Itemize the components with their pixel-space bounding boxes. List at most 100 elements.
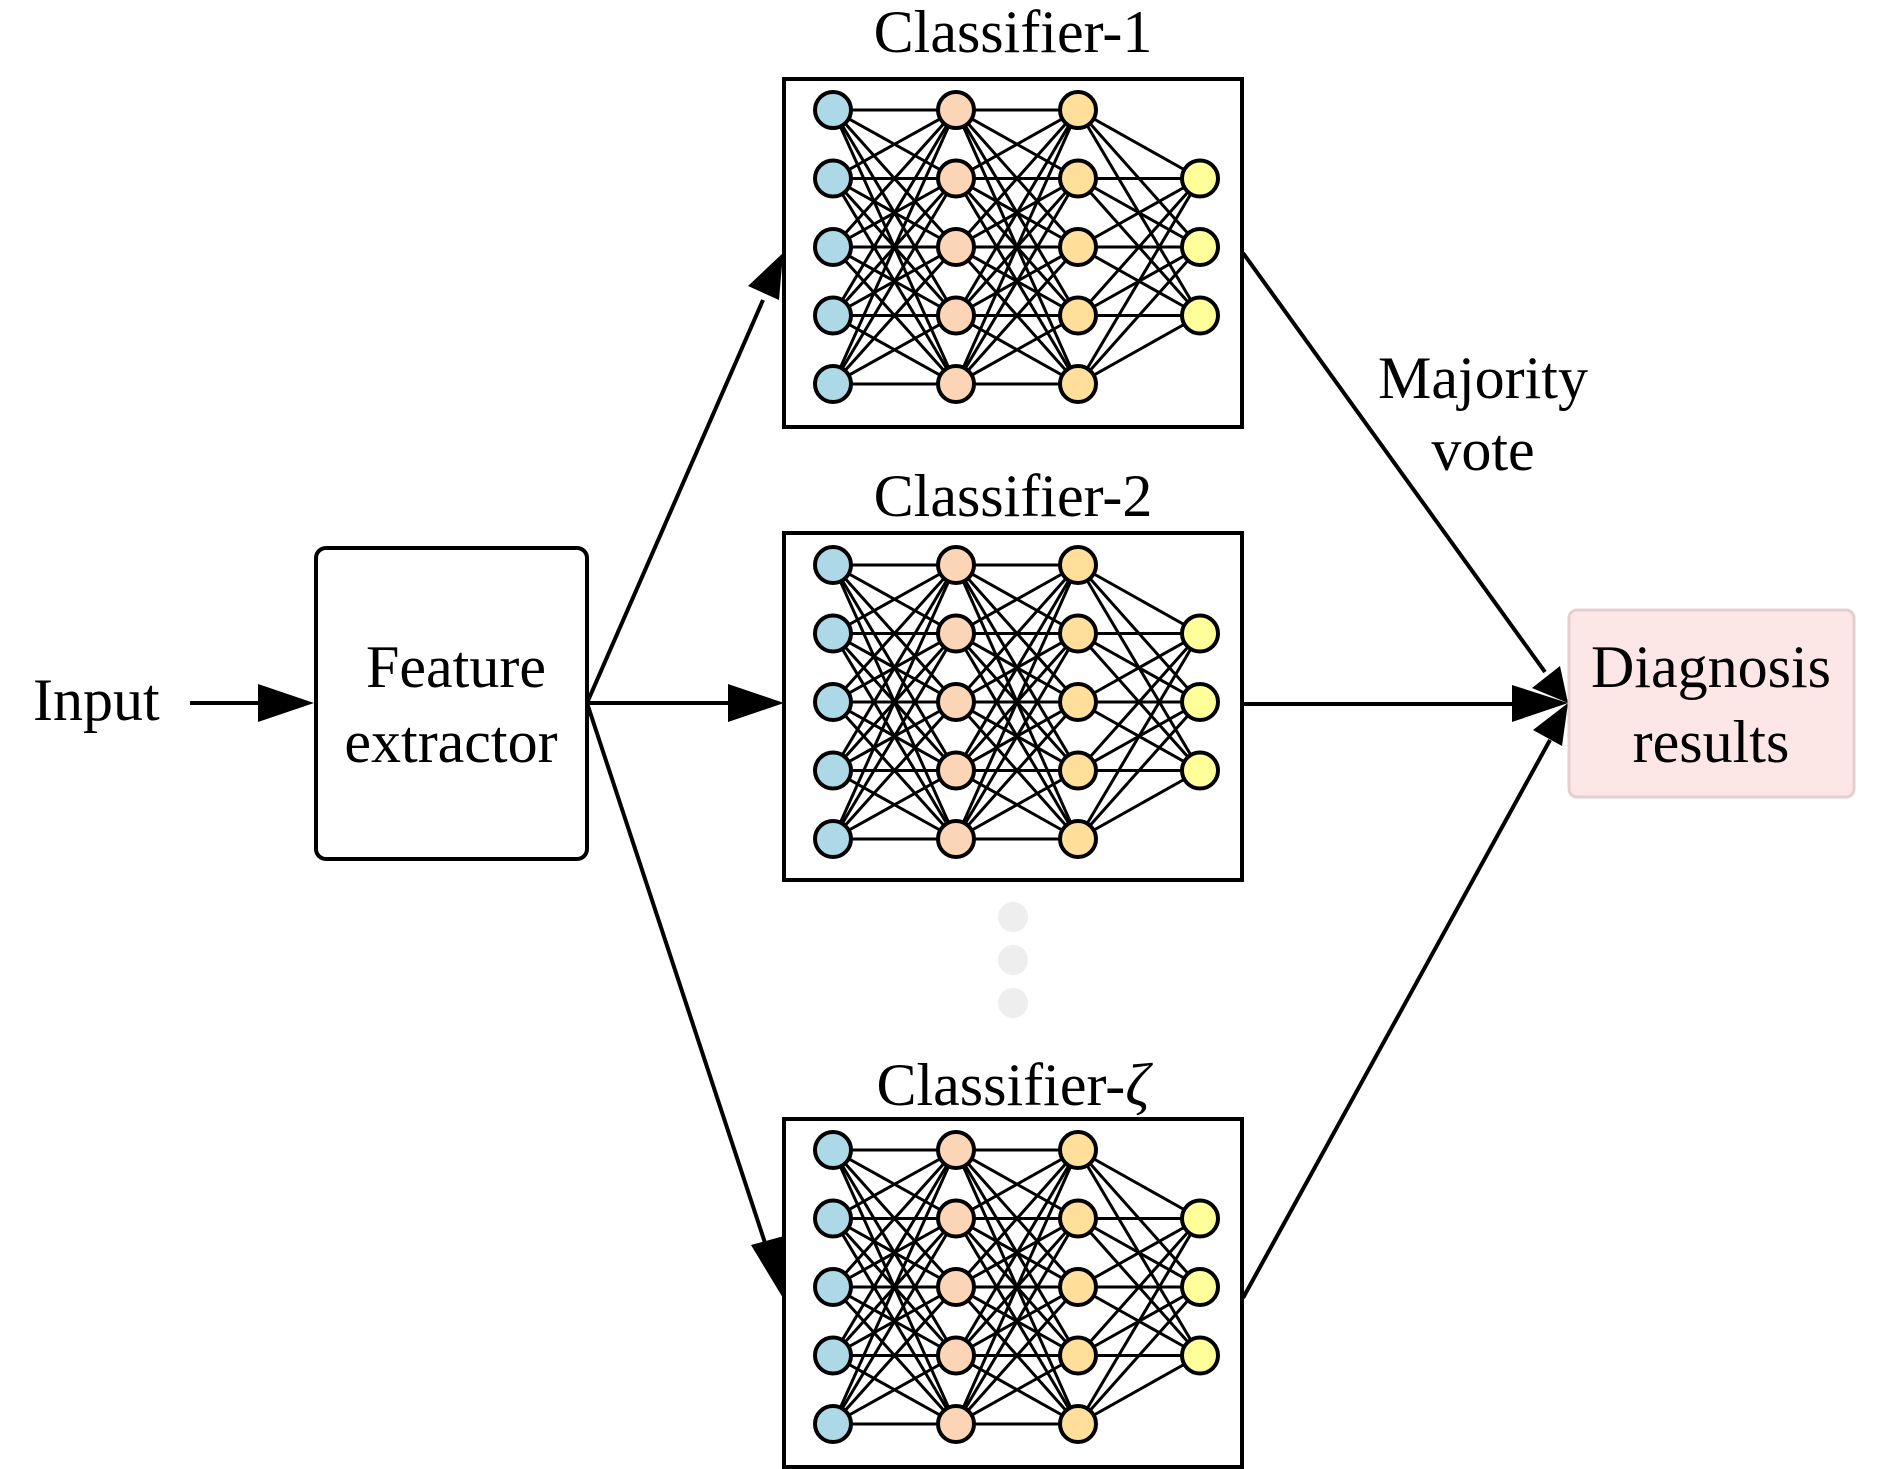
arrow-from-classifier-zeta xyxy=(1241,703,1568,1299)
connection xyxy=(831,564,958,840)
output-node xyxy=(1180,1335,1220,1376)
hidden-1-node xyxy=(936,158,976,199)
input-node xyxy=(813,90,853,130)
connection xyxy=(831,632,958,840)
hidden-1-node xyxy=(936,819,976,859)
hidden-2-node xyxy=(1058,1404,1098,1444)
feature-extractor-line2: extractor xyxy=(344,709,557,775)
classifier-zeta-label: Classifier-ζ xyxy=(876,1052,1153,1118)
hidden-2-node xyxy=(1058,1198,1098,1239)
hidden-2-node xyxy=(1058,613,1098,654)
connection xyxy=(1077,314,1201,386)
input-arrow xyxy=(190,684,314,722)
connection xyxy=(1077,1148,1201,1220)
output-node xyxy=(1180,227,1220,267)
connection xyxy=(954,1149,1080,1357)
connection xyxy=(1076,1217,1202,1357)
output-node xyxy=(1180,295,1220,336)
connection xyxy=(955,1148,1079,1220)
ellipsis-dot xyxy=(998,988,1028,1018)
hidden-2-node xyxy=(1058,1130,1098,1170)
connection xyxy=(1077,1354,1201,1426)
connection xyxy=(955,314,1079,386)
connection xyxy=(1076,177,1202,317)
connection xyxy=(955,769,1079,841)
input-node xyxy=(813,227,853,267)
ellipsis-dot xyxy=(998,902,1028,932)
classifier-1-network xyxy=(782,77,1244,429)
hidden-2-node xyxy=(1058,364,1098,404)
hidden-2-node xyxy=(1058,1267,1098,1307)
hidden-1-node xyxy=(936,682,976,722)
connection xyxy=(1077,177,1201,249)
hidden-1-node xyxy=(936,1267,976,1307)
connection xyxy=(954,1217,1080,1425)
input-node xyxy=(813,364,853,404)
hidden-2-node xyxy=(1058,682,1098,722)
connection xyxy=(954,1149,1080,1288)
connection xyxy=(1076,246,1202,385)
input-node xyxy=(813,295,853,336)
connection xyxy=(954,632,1080,840)
classifier-1-label: Classifier-1 xyxy=(874,0,1153,65)
connection xyxy=(954,177,1080,385)
feature-extractor-line1: Feature xyxy=(366,634,546,700)
connection xyxy=(832,769,957,841)
connection xyxy=(831,1285,958,1426)
connection xyxy=(954,246,1080,385)
connection xyxy=(1077,108,1201,180)
input-node xyxy=(813,1335,853,1376)
input-node xyxy=(813,1267,853,1307)
connection xyxy=(1076,177,1202,385)
connection xyxy=(1076,632,1202,840)
input-node xyxy=(813,682,853,722)
hidden-1-node xyxy=(936,1130,976,1170)
hidden-1-node xyxy=(936,750,976,791)
input-node xyxy=(813,1130,853,1170)
input-node xyxy=(813,1404,853,1444)
connection xyxy=(954,1286,1080,1425)
hidden-1-node xyxy=(936,295,976,336)
connection xyxy=(831,1217,958,1425)
arrow-from-classifier-2 xyxy=(1243,685,1568,722)
hidden-2-node xyxy=(1058,90,1098,130)
arrow-to-classifier-1 xyxy=(585,253,783,704)
arrow-from-classifier-1 xyxy=(1241,251,1568,703)
arrow-to-classifier-2 xyxy=(587,684,784,722)
hidden-1-node xyxy=(936,364,976,404)
connection xyxy=(831,563,958,704)
connection xyxy=(832,563,957,635)
connection xyxy=(954,564,1080,840)
hidden-2-node xyxy=(1058,545,1098,585)
connection xyxy=(831,177,958,385)
connections xyxy=(831,563,1202,841)
output-node xyxy=(1180,750,1220,791)
connection xyxy=(1077,632,1201,704)
hidden-2-node xyxy=(1058,750,1098,791)
input-node xyxy=(813,819,853,859)
output-node xyxy=(1180,682,1220,722)
diagnosis-results-box: Diagnosis results xyxy=(1567,608,1856,799)
connection xyxy=(832,314,957,386)
output-node xyxy=(1180,158,1220,199)
connection xyxy=(955,563,1079,635)
connection xyxy=(832,108,957,180)
connection xyxy=(1077,1217,1201,1289)
ellipsis-dot xyxy=(998,945,1028,975)
connection xyxy=(1076,1217,1202,1425)
hidden-2-node xyxy=(1058,1335,1098,1376)
hidden-2-node xyxy=(1058,295,1098,336)
connection xyxy=(954,701,1080,840)
connection xyxy=(831,109,958,317)
connection xyxy=(831,245,958,386)
fan-in-arrows xyxy=(1241,251,1568,1299)
connection xyxy=(831,1148,958,1289)
hidden-1-node xyxy=(936,545,976,585)
connection xyxy=(831,1149,958,1357)
diagnosis-results-line1: Diagnosis xyxy=(1591,634,1831,700)
connection xyxy=(831,564,958,772)
connections xyxy=(831,108,1202,386)
connection xyxy=(831,109,958,385)
hidden-2-node xyxy=(1058,227,1098,267)
